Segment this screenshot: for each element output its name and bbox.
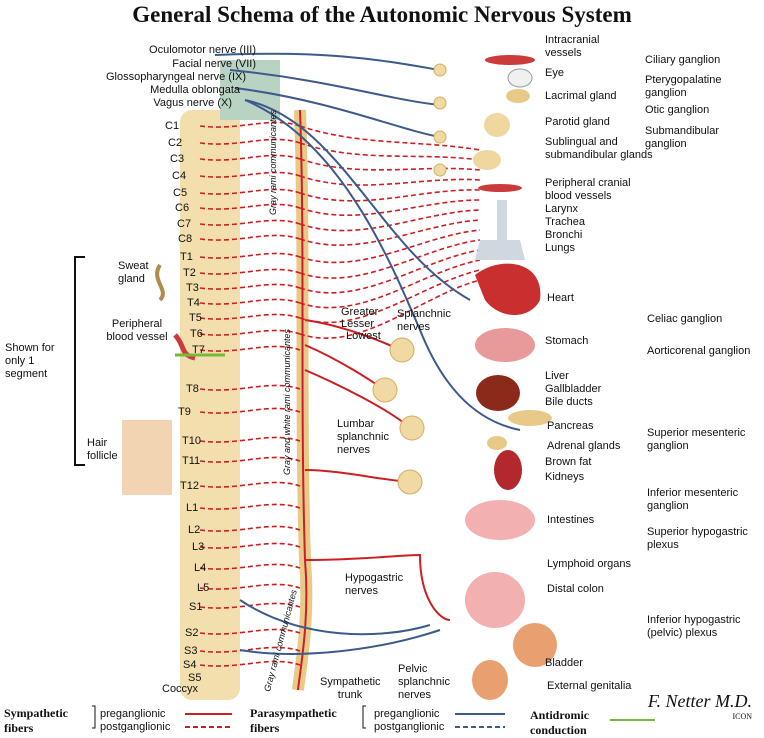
label-medulla: Medulla oblongata bbox=[150, 84, 240, 96]
label-hypogastric: Hypogastric nerves bbox=[345, 572, 404, 597]
ganglion-label: Superior hypogastric plexus bbox=[647, 526, 748, 551]
legend-parasympathetic: Parasympathetic fibers bbox=[250, 706, 337, 735]
organ-label: Lacrimal gland bbox=[545, 90, 617, 102]
segment-label: T12 bbox=[180, 480, 199, 492]
segment-label: C4 bbox=[172, 170, 187, 182]
segment-label: S4 bbox=[183, 659, 197, 671]
label-sweat-gland: Sweat gland bbox=[118, 260, 149, 285]
organ-label: Bladder bbox=[545, 657, 583, 669]
ganglion-label: Inferior hypogastric (pelvic) plexus bbox=[647, 614, 741, 639]
netter-signature: F. Netter M.D.ICON bbox=[647, 691, 752, 721]
organ-label: Heart bbox=[547, 292, 574, 304]
segment-label: C2 bbox=[168, 137, 183, 149]
organ-label: Bronchi bbox=[545, 229, 583, 241]
organ-label: Lymphoid organs bbox=[547, 558, 631, 570]
organs bbox=[122, 55, 557, 700]
segment-label: S1 bbox=[189, 601, 203, 613]
label-gray-rami-top: Gray rami communicantes bbox=[268, 109, 278, 215]
segment-label: T4 bbox=[187, 297, 200, 309]
legend-para-post: postganglionic bbox=[374, 721, 445, 733]
organ-label: External genitalia bbox=[547, 680, 632, 692]
legend-symp-post: postganglionic bbox=[100, 721, 171, 733]
segment-label: T11 bbox=[182, 455, 201, 467]
label-lumbar-splanchnic: Lumbar splanchnic nerves bbox=[337, 418, 389, 456]
segment-label: S5 bbox=[188, 672, 202, 684]
organ-label: Eye bbox=[545, 67, 564, 79]
organ-label: Intestines bbox=[547, 514, 595, 526]
segment-label: C3 bbox=[170, 153, 185, 165]
segment-label: T9 bbox=[178, 406, 191, 418]
organ-label: Bile ducts bbox=[545, 396, 593, 408]
segment-label: L2 bbox=[188, 524, 201, 536]
segment-label: L3 bbox=[192, 541, 205, 553]
ganglion-label: Aorticorenal ganglion bbox=[647, 345, 751, 357]
segment-label: Coccyx bbox=[162, 683, 199, 695]
ganglion-label: Inferior mesenteric ganglion bbox=[647, 487, 739, 512]
segment-label: T5 bbox=[189, 312, 202, 324]
segment-label: T8 bbox=[186, 383, 199, 395]
ganglion-label: Ciliary ganglion bbox=[645, 54, 721, 66]
segment-label: L1 bbox=[186, 502, 199, 514]
ganglion-label: Otic ganglion bbox=[645, 104, 710, 116]
label-glossopharyngeal: Glossopharyngeal nerve (IX) bbox=[105, 71, 246, 83]
organ-label: Brown fat bbox=[545, 456, 592, 468]
legend-para-pre: preganglionic bbox=[374, 708, 440, 720]
label-lowest: Lowest bbox=[346, 330, 381, 342]
legend-lines bbox=[92, 705, 655, 729]
organ-label: Sublingual and submandibular glands bbox=[545, 136, 653, 161]
label-oculomotor: Oculomotor nerve (III) bbox=[149, 44, 256, 56]
legend-symp-pre: preganglionic bbox=[100, 708, 166, 720]
segment-label: T10 bbox=[182, 435, 201, 447]
organ-label: Pancreas bbox=[547, 420, 594, 432]
label-pelvic-splanchnic: Pelvic splanchnic nerves bbox=[398, 663, 450, 701]
label-shown-one-segment: Shown for only 1 segment bbox=[5, 342, 55, 380]
label-vagus: Vagus nerve (X) bbox=[153, 97, 232, 109]
organ-label: Liver bbox=[545, 370, 569, 382]
ganglion-label: Pterygopalatine ganglion bbox=[645, 74, 722, 99]
segment-label: S3 bbox=[184, 645, 198, 657]
organ-label: Larynx bbox=[545, 203, 579, 215]
legend-antidromic: Antidromic conduction bbox=[530, 708, 590, 737]
label-peripheral-vessel: Peripheral blood vessel bbox=[106, 318, 168, 343]
label-gray-white-rami: Gray and white rami communicantes bbox=[282, 328, 292, 475]
segment-label: C7 bbox=[177, 218, 192, 230]
ganglion-label: Submandibular ganglion bbox=[645, 125, 719, 150]
segment-label: T2 bbox=[183, 267, 196, 279]
segment-label: L5 bbox=[197, 582, 210, 594]
organ-label: Kidneys bbox=[545, 471, 585, 483]
organ-label: Gallbladder bbox=[545, 383, 602, 395]
organ-label: Peripheral cranial blood vessels bbox=[545, 177, 631, 202]
label-greater: Greater bbox=[341, 306, 379, 318]
organ-label: Adrenal glands bbox=[547, 440, 621, 452]
ganglion-label: Superior mesenteric ganglion bbox=[647, 427, 746, 452]
segment-label: C6 bbox=[175, 202, 190, 214]
segment-label: C1 bbox=[165, 120, 180, 132]
segment-label: C5 bbox=[173, 187, 188, 199]
organ-label: Parotid gland bbox=[545, 116, 610, 128]
legend-sympathetic: Sympathetic fibers bbox=[4, 706, 68, 735]
label-hair-follicle: Hair follicle bbox=[87, 437, 118, 462]
ganglion-label: Celiac ganglion bbox=[647, 313, 723, 325]
segment-label: T3 bbox=[186, 282, 199, 294]
organ-label: Distal colon bbox=[547, 583, 604, 595]
segment-label: T1 bbox=[180, 251, 193, 263]
segment-label: T7 bbox=[192, 344, 205, 356]
organ-label: Lungs bbox=[545, 242, 575, 254]
organ-label: Stomach bbox=[545, 335, 589, 347]
label-splanchnic-nerves: Splanchnic nerves bbox=[397, 308, 451, 333]
organ-label: Intracranial vessels bbox=[545, 34, 600, 59]
segment-label: S2 bbox=[185, 627, 199, 639]
organ-label: Trachea bbox=[545, 216, 585, 228]
page-title: General Schema of the Autonomic Nervous … bbox=[132, 2, 632, 27]
segment-label: C8 bbox=[178, 233, 193, 245]
segment-label: T6 bbox=[190, 328, 203, 340]
label-sympathetic-trunk: Sympathetic trunk bbox=[320, 676, 381, 701]
label-facial: Facial nerve (VII) bbox=[172, 58, 256, 70]
segment-label: L4 bbox=[194, 562, 207, 574]
label-lesser: Lesser bbox=[341, 318, 375, 330]
